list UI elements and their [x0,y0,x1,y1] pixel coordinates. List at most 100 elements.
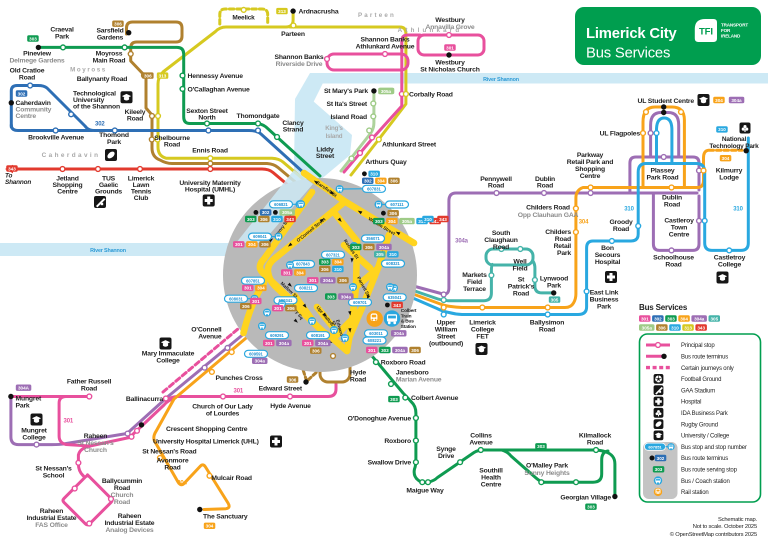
svg-text:University: University [73,97,104,104]
svg-text:Raheen: Raheen [84,433,108,440]
svg-text:306: 306 [261,242,269,247]
svg-text:Craeval: Craeval [50,27,74,34]
svg-text:607831: 607831 [367,186,381,191]
svg-text:343: 343 [439,217,447,222]
svg-text:609291: 609291 [270,333,284,338]
svg-text:Sexton Street: Sexton Street [186,108,228,115]
svg-text:Athlunkard: Athlunkard [398,27,463,34]
svg-text:St Nessan's: St Nessan's [35,466,72,473]
svg-text:Road: Road [665,261,681,268]
svg-text:Markets: Markets [462,272,487,279]
svg-text:608031: 608031 [229,296,243,301]
svg-text:Rugby Ground: Rugby Ground [681,422,718,428]
svg-text:King’s: King’s [325,125,343,132]
svg-text:304: 304 [722,156,730,161]
svg-text:310: 310 [334,267,342,272]
svg-text:Ardnacrusha: Ardnacrusha [299,8,339,15]
svg-text:303: 303 [321,260,329,265]
svg-text:Drive: Drive [438,453,455,460]
svg-text:Hospital (UMHL): Hospital (UMHL) [185,187,235,194]
svg-text:304: 304 [579,220,589,226]
svg-text:607843: 607843 [296,262,310,267]
svg-text:Edward Street: Edward Street [259,386,303,393]
svg-text:Mungret: Mungret [21,428,47,435]
svg-text:306: 306 [411,348,419,353]
svg-text:Meelick: Meelick [232,15,255,22]
svg-text:University Maternity: University Maternity [179,180,241,187]
svg-text:608191: 608191 [311,333,325,338]
svg-text:Corbally Road: Corbally Road [409,91,453,98]
svg-text:Ennis Road: Ennis Road [192,148,228,155]
svg-text:Riverside Drive: Riverside Drive [276,61,323,68]
svg-text:304: 304 [257,286,265,291]
svg-text:607851: 607851 [648,444,662,449]
svg-text:306: 306 [658,325,666,330]
svg-text:Thomond: Thomond [99,132,129,139]
svg-text:Hennessy Avenue: Hennessy Avenue [188,73,244,80]
svg-text:305a: 305a [642,325,653,330]
svg-text:Road: Road [164,464,180,471]
svg-text:Field: Field [513,265,528,272]
svg-text:306: 306 [339,278,347,283]
svg-text:Avonmore: Avonmore [157,458,189,465]
svg-text:302: 302 [657,456,665,461]
svg-text:Jetland: Jetland [56,175,79,182]
svg-text:Analog Devices: Analog Devices [105,527,153,534]
svg-text:Grounds: Grounds [95,188,122,195]
svg-text:304: 304 [680,316,688,321]
svg-text:313: 313 [684,325,692,330]
svg-text:302: 302 [262,210,270,215]
svg-text:Street: Street [437,334,456,341]
svg-text:Park: Park [557,250,571,257]
svg-text:Dublin: Dublin [662,195,682,202]
svg-text:Bus route terminus: Bus route terminus [681,456,728,462]
svg-text:Punches Cross: Punches Cross [216,375,264,382]
svg-text:306: 306 [390,179,398,184]
svg-text:303: 303 [352,245,360,250]
svg-text:Claughaun: Claughaun [484,237,518,244]
svg-text:Colbert: Colbert [401,308,417,314]
svg-text:College: College [22,434,46,441]
svg-text:Roxboro: Roxboro [384,438,411,445]
svg-text:310: 310 [624,207,634,213]
svg-text:Dublin: Dublin [535,176,555,183]
svg-text:Road: Road [164,142,180,149]
svg-text:306: 306 [260,217,268,222]
svg-text:of Lourdes: of Lourdes [206,410,240,417]
svg-text:310: 310 [424,217,432,222]
svg-text:Shannon Banks: Shannon Banks [274,54,323,61]
svg-text:Arthurs Quay: Arthurs Quay [365,159,407,166]
svg-text:608221: 608221 [368,338,382,343]
svg-text:Business: Business [590,297,619,304]
svg-text:301: 301 [274,306,282,311]
svg-text:608211: 608211 [299,286,313,291]
svg-text:310: 310 [389,252,397,257]
svg-text:Upper: Upper [437,320,456,327]
svg-text:306: 306 [389,211,397,216]
svg-text:Caherdavin: Caherdavin [16,100,51,107]
svg-text:304: 304 [206,524,214,529]
svg-text:Castleroy: Castleroy [664,218,694,225]
svg-text:303: 303 [381,348,389,353]
svg-text:Main Road: Main Road [93,57,126,64]
svg-text:Ballinacurra: Ballinacurra [126,396,164,403]
svg-text:Hospital: Hospital [595,259,621,266]
svg-text:304a: 304a [341,294,352,299]
svg-text:Limerick: Limerick [128,175,155,182]
svg-text:© OpenStreetMap contributors 2: © OpenStreetMap contributors 2025 [670,531,757,538]
svg-text:304A: 304A [18,386,30,391]
svg-text:306: 306 [289,377,297,382]
svg-text:TUS: TUS [102,175,116,182]
svg-text:Pennywell: Pennywell [480,176,512,183]
svg-text:St: St [331,320,338,327]
svg-text:301: 301 [234,389,244,395]
svg-text:302: 302 [18,91,26,96]
svg-text:Hyde Avenue: Hyde Avenue [270,403,311,410]
svg-text:Bus route terminus: Bus route terminus [681,355,728,361]
svg-text:305a: 305a [381,89,392,94]
svg-text:Certain journeys only: Certain journeys only [681,366,734,372]
svg-text:Clancy: Clancy [282,120,304,127]
svg-text:Shopping: Shopping [53,182,83,189]
svg-text:Terrace: Terrace [463,286,486,293]
svg-text:Park: Park [107,139,121,146]
